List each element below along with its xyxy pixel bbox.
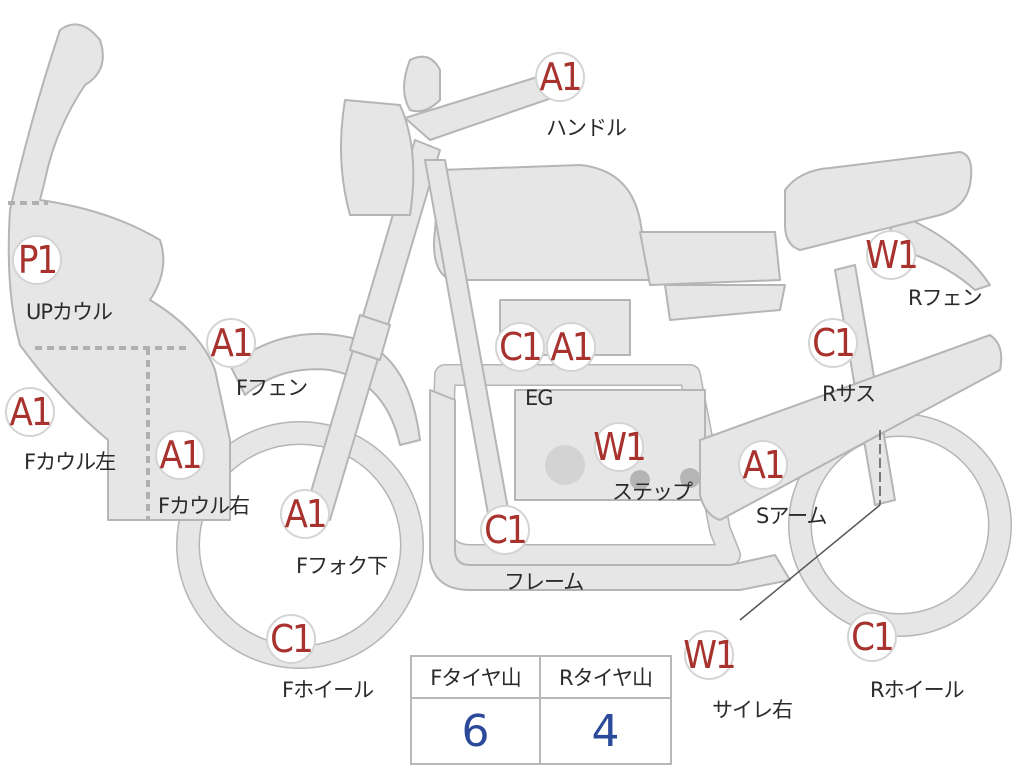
part-label-ffork: Fフォク下 [296,554,388,578]
grade-badge-upcowl: P1 [12,235,62,285]
part-label-fcowl-right: Fカウル右 [158,494,250,518]
step-peg-1 [630,470,650,490]
grade-badge-ffender: A1 [206,318,256,368]
grade-badge-fwheel: C1 [266,614,316,664]
seat-shape [784,151,973,251]
silencer-pointer-line [739,504,881,621]
tire-tread-table: Fタイヤ山 Rタイヤ山 6 4 [410,655,672,765]
part-label-handle: ハンドル [546,116,627,140]
engine-cover-shape [545,445,585,485]
part-label-ffender: Fフェン [236,376,308,400]
fork-clamp-shape [349,314,391,361]
rear-frame-shape [664,284,786,321]
grade-badge-frame: C1 [480,505,530,555]
part-label-rsus: Rサス [822,382,876,406]
step-peg-2 [680,468,700,488]
upper-cowl-shape [7,23,231,521]
part-label-swingarm: Sアーム [756,504,827,528]
mirror-shape [403,55,441,113]
grade-badge-handle: A1 [535,52,585,102]
grade-badge-engine-a: A1 [546,322,596,372]
part-label-rwheel: Rホイール [870,678,965,702]
grade-badge-rsus: C1 [808,318,858,368]
grade-badge-ffork: A1 [280,489,330,539]
rear-tread-header: Rタイヤ山 [541,657,670,699]
part-label-frame: フレーム [504,570,584,594]
rear-tread-value: 4 [591,705,620,757]
part-label-upcowl: UPカウル [26,300,113,324]
grade-badge-step: W1 [593,422,647,472]
part-label-fcowl-left: Fカウル左 [24,450,116,474]
part-label-engine: EG [525,386,554,410]
part-label-fwheel: Fホイール [282,678,374,702]
grade-badge-rwheel: C1 [847,612,897,662]
tank-shape [433,164,651,281]
exhaust-shape [429,389,791,591]
front-tread-header: Fタイヤ山 [412,657,541,699]
grade-badge-silencer: W1 [683,630,737,680]
part-label-step: ステップ [612,480,693,504]
grade-badge-fcowl-left: A1 [5,387,55,437]
part-label-rfender: Rフェン [908,286,983,310]
seat-front-shape [639,231,781,286]
part-label-silencer: サイレ右 [712,698,793,722]
rear-wheel-shape-inner [789,414,1011,636]
grade-badge-engine-c: C1 [495,322,545,372]
grade-badge-rfender: W1 [865,230,919,280]
grade-badge-swingarm: A1 [738,440,788,490]
headlight-shape [340,99,415,216]
grade-badge-fcowl-right: A1 [155,430,205,480]
front-tread-value: 6 [412,699,541,763]
